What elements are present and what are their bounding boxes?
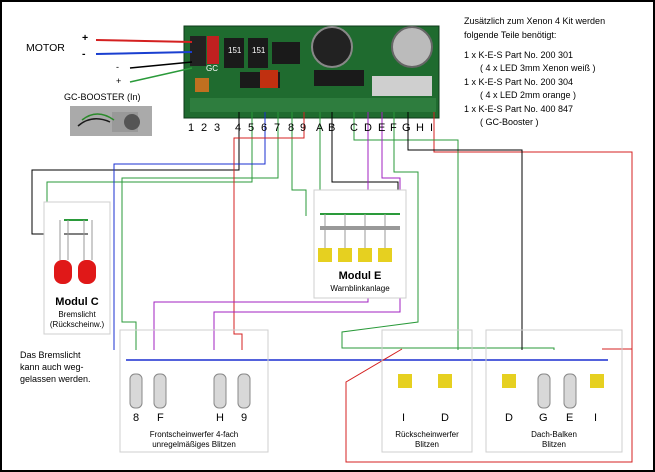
led-label: I	[402, 412, 406, 424]
pin-label: 1	[188, 122, 195, 134]
pin-label: 8	[288, 122, 295, 134]
pin-9-wire	[233, 112, 305, 350]
back-group-title-1: Rückscheinwerfer	[395, 430, 459, 439]
board-diode	[207, 36, 219, 64]
gc-plus-wire	[129, 67, 193, 83]
gc-booster-label: GC-BOOSTER (In)	[64, 92, 141, 102]
led-label: H	[216, 412, 224, 424]
led-label: I	[594, 412, 598, 424]
gc-booster-image	[70, 106, 152, 136]
motor-plus-wire	[95, 39, 193, 43]
pin-5-wire	[31, 112, 240, 235]
roof-group-title-2: Blitzen	[541, 440, 566, 449]
part-line-5: 1 x K-E-S Part No. 400 847	[464, 104, 574, 114]
note-title-2: folgende Teile benötigt:	[464, 30, 557, 40]
roof-group-title-1: Dach-Balken	[531, 430, 577, 439]
led-label: F	[157, 412, 164, 424]
gc-plus-sign: +	[116, 76, 122, 86]
brake-note-2: kann auch weg-	[20, 362, 84, 372]
pin-g-wire	[341, 112, 555, 350]
pin-i-wire	[433, 112, 633, 350]
pin-label: I	[430, 122, 434, 134]
motor-label: MOTOR	[26, 42, 65, 54]
capacitor-1	[311, 26, 353, 68]
led-label: G	[539, 412, 548, 424]
front-leds	[129, 373, 251, 409]
back-group-title-2: Blitzen	[414, 440, 439, 449]
pin-label: H	[416, 122, 424, 134]
pin-c-wire	[353, 112, 459, 350]
pin-label: 2	[201, 122, 208, 134]
part-line-4: ( 4 x LED 2mm orange )	[480, 90, 577, 100]
pin-label: A	[316, 122, 324, 134]
pin-label: D	[364, 122, 372, 134]
part-line-3: 1 x K-E-S Part No. 200 304	[464, 77, 574, 87]
modul-e-box	[313, 189, 407, 299]
pin-label: 5	[248, 122, 255, 134]
part-line-2: ( 4 x LED 3mm Xenon weiß )	[480, 63, 596, 73]
motor-minus-sign: -	[82, 48, 86, 60]
modul-c-sub2: (Rückscheinw.)	[49, 320, 105, 329]
led-label: 8	[133, 412, 140, 424]
motor-minus-wire	[95, 51, 193, 55]
gc-minus-wire	[129, 61, 193, 69]
pin-label: 4	[235, 122, 242, 134]
pin-label: C	[350, 122, 358, 134]
modul-c-title: Modul C	[55, 296, 99, 308]
modul-c-sub1: Bremslicht	[58, 310, 96, 319]
front-group-title-1: Frontscheinwerfer 4-fach	[149, 430, 239, 439]
pin-label: 7	[274, 122, 281, 134]
led-label: E	[566, 412, 574, 424]
pin-label: G	[402, 122, 411, 134]
capacitor-2	[391, 26, 433, 68]
roof-leds	[502, 373, 604, 409]
note-title-1: Zusätzlich zum Xenon 4 Kit werden	[464, 16, 606, 26]
pin-label: B	[328, 122, 336, 134]
pin-label: E	[378, 122, 386, 134]
part-line-6: ( GC-Booster )	[480, 117, 539, 127]
pin-a-link	[291, 112, 307, 216]
roof-group-box	[485, 329, 623, 453]
board-mark: 151	[252, 46, 266, 55]
back-leds	[398, 374, 452, 388]
board-mark: 151	[228, 46, 242, 55]
brake-note-3: gelassen werden.	[20, 374, 91, 384]
led-label: 9	[241, 412, 248, 424]
decoder-board	[183, 25, 440, 119]
motor-plus-sign: +	[82, 32, 89, 44]
board-mark: GC	[206, 64, 218, 73]
modul-e-title: Modul E	[338, 270, 382, 282]
pin-label: F	[390, 122, 397, 134]
modul-e-sub: Warnblinkanlage	[330, 284, 390, 293]
pin-8-wire	[121, 112, 279, 350]
led-label: D	[441, 412, 449, 424]
gc-minus-sign: -	[116, 62, 119, 72]
pin-label: 3	[214, 122, 221, 134]
pin-label: 6	[261, 122, 268, 134]
modul-c-leds	[54, 219, 96, 284]
front-group-box	[119, 329, 269, 453]
part-line-1: 1 x K-E-S Part No. 200 301	[464, 50, 574, 60]
led-label: D	[505, 412, 513, 424]
back-group-box	[381, 329, 473, 453]
brake-note-1: Das Bremslicht	[20, 350, 81, 360]
pin-7-wire	[113, 112, 266, 350]
modul-e-leds	[318, 213, 400, 262]
front-group-title-2: unregelmäßiges Blitzen	[152, 440, 236, 449]
back-red-wire	[345, 348, 633, 463]
pin-h-wire	[407, 112, 523, 350]
pin-label: 9	[300, 122, 307, 134]
